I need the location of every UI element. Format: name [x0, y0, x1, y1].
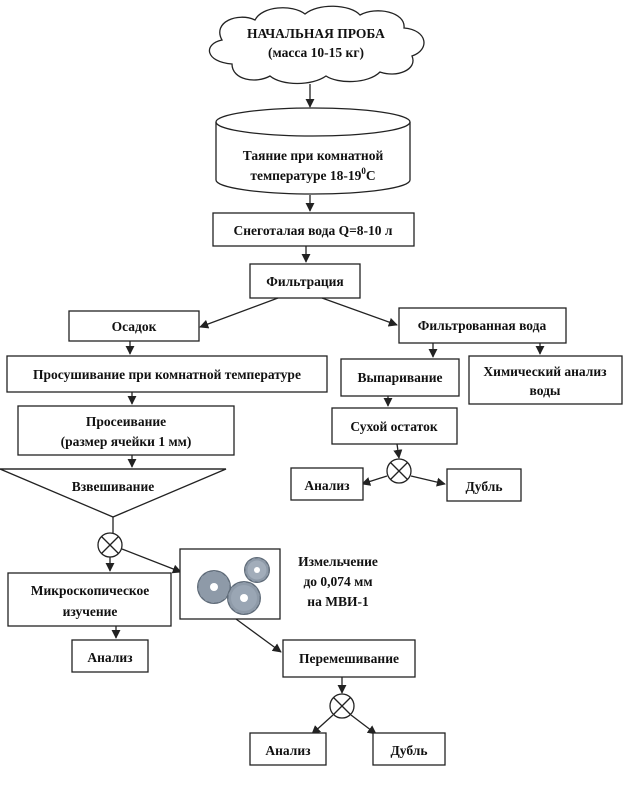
drying-label: Просушивание при комнатной температуре	[33, 367, 301, 382]
thawing-line2: температуре 18-190С	[250, 166, 375, 183]
sediment-label: Осадок	[112, 319, 157, 334]
start-sample-title: НАЧАЛЬНАЯ ПРОБА	[247, 26, 385, 41]
edge-split-to-duplicate-bottom	[350, 714, 377, 735]
evaporation-box: Выпаривание	[340, 358, 460, 397]
grinding-line1: Измельчение	[298, 554, 378, 569]
edge-split-to-analysis-bottom	[311, 714, 334, 735]
edge-residue-to-split	[393, 443, 403, 459]
filtration-label: Фильтрация	[266, 274, 344, 289]
thawing-line1: Таяние при комнатной	[243, 148, 384, 163]
sieving-line2: (размер ячейки 1 мм)	[61, 434, 192, 449]
edge-split-to-duplicate-right	[410, 475, 446, 487]
evaporation-label: Выпаривание	[358, 370, 443, 385]
edge-split-to-grinding	[121, 548, 182, 574]
start-sample-mass: (масса 10-15 кг)	[268, 45, 364, 60]
edge-filtration-to-filtered	[321, 297, 398, 327]
mixing-label: Перемешивание	[299, 651, 399, 666]
grinding-label: Измельчение до 0,074 мм на МВИ-1	[298, 554, 378, 609]
snowmelt-water-box: Снеготалая вода Q=8-10 л	[212, 212, 415, 247]
filtered-water-label: Фильтрованная вода	[418, 318, 547, 333]
duplicate-bottom-label: Дубль	[391, 743, 428, 758]
dry-residue-box: Сухой остаток	[331, 407, 458, 445]
split-symbol-left	[97, 532, 123, 558]
grinding-line3: на МВИ-1	[307, 594, 369, 609]
duplicate-right-box: Дубль	[446, 468, 522, 502]
sieving-line1: Просеивание	[86, 414, 166, 429]
edge-filtration-to-sediment	[199, 297, 279, 329]
snowmelt-water-label: Снеготалая вода Q=8-10 л	[234, 223, 393, 238]
analysis-bottom-box: Анализ	[249, 732, 327, 766]
thawing-cylinder: Таяние при комнатной температуре 18-190С	[215, 107, 411, 195]
start-sample-cloud: НАЧАЛЬНАЯ ПРОБА (масса 10-15 кг)	[208, 5, 425, 85]
grinding-box	[179, 548, 281, 620]
sediment-box: Осадок	[68, 310, 200, 342]
microscopy-line2: изучение	[63, 604, 118, 619]
drying-box: Просушивание при комнатной температуре	[6, 355, 328, 393]
microscopy-line1: Микроскопическое	[31, 583, 150, 598]
split-symbol-bottom	[329, 693, 355, 719]
sieving-box: Просеивание (размер ячейки 1 мм)	[17, 405, 235, 456]
microscopy-box: Микроскопическое изучение	[7, 572, 172, 627]
grinding-line2: до 0,074 мм	[303, 574, 372, 589]
filtration-box: Фильтрация	[249, 263, 361, 299]
filtered-water-box: Фильтрованная вода	[398, 307, 567, 344]
weighing-triangle: Взвешивание	[0, 468, 227, 518]
gears-icon	[197, 557, 270, 615]
duplicate-right-label: Дубль	[466, 479, 503, 494]
duplicate-bottom-box: Дубль	[372, 732, 446, 766]
edge-grinding-to-mixing	[235, 618, 282, 653]
analysis-right-box: Анализ	[290, 467, 364, 501]
dry-residue-label: Сухой остаток	[350, 419, 437, 434]
analysis-left-label: Анализ	[87, 650, 133, 665]
analysis-bottom-label: Анализ	[265, 743, 311, 758]
analysis-right-label: Анализ	[304, 478, 350, 493]
chem-analysis-line1: Химический анализ	[483, 364, 607, 379]
analysis-left-box: Анализ	[71, 639, 149, 673]
weighing-label: Взвешивание	[72, 479, 154, 494]
chem-analysis-line2: воды	[530, 383, 561, 398]
edge-split-to-analysis-right	[361, 475, 388, 486]
chem-analysis-box: Химический анализ воды	[468, 355, 623, 405]
split-symbol-right	[386, 458, 412, 484]
mixing-box: Перемешивание	[282, 639, 416, 678]
